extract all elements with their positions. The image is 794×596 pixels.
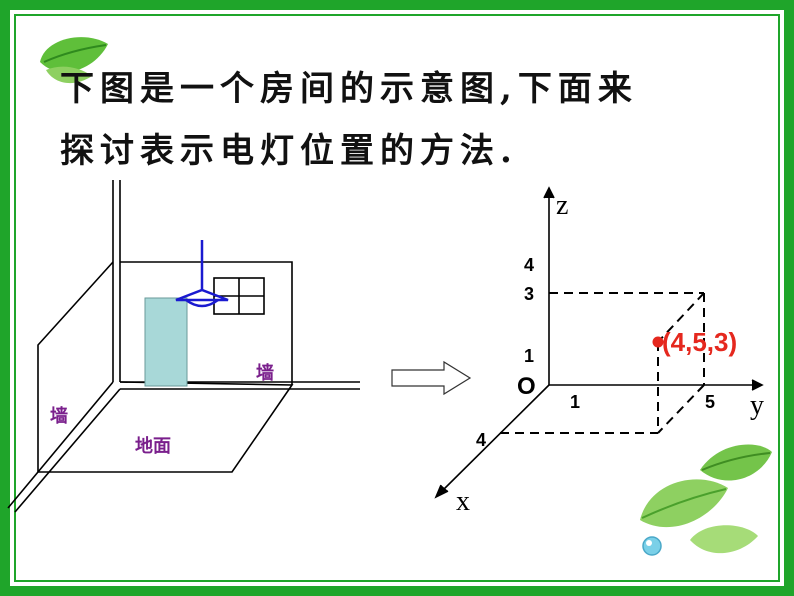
leaf-decoration-icon — [640, 444, 772, 556]
leaf-icon — [40, 37, 108, 84]
title-line-1: 下图是一个房间的示意图,下面来 — [60, 69, 638, 109]
coordinate-axes — [434, 186, 764, 499]
y-tick-1: 1 — [570, 392, 580, 412]
origin-label: O — [517, 373, 536, 400]
z-tick-1: 1 — [524, 346, 534, 366]
z-tick-3: 3 — [524, 284, 534, 304]
door — [144, 297, 188, 387]
wall-left-label: 墙 — [50, 405, 68, 427]
z-tick-4: 4 — [524, 255, 534, 275]
wall-right-label: 墙 — [256, 362, 274, 384]
floor-label: 地面 — [135, 435, 171, 457]
x-tick-4: 4 — [476, 430, 486, 450]
x-axis-label: x — [456, 486, 470, 517]
lamp-icon — [175, 240, 229, 308]
y-axis-label: y — [750, 390, 764, 421]
point-projection-lines — [500, 292, 705, 434]
z-axis-label: z — [556, 190, 568, 221]
lamp-point — [652, 336, 664, 348]
title-line-2: 探讨表示电灯位置的方法. — [60, 131, 518, 171]
page-title: 下图是一个房间的示意图,下面来 探讨表示电灯位置的方法. — [60, 58, 760, 182]
y-tick-5: 5 — [705, 392, 715, 412]
point-label: (4,5,3) — [662, 327, 737, 357]
arrow-right-icon — [391, 360, 472, 396]
slide-inner-frame — [14, 14, 780, 582]
